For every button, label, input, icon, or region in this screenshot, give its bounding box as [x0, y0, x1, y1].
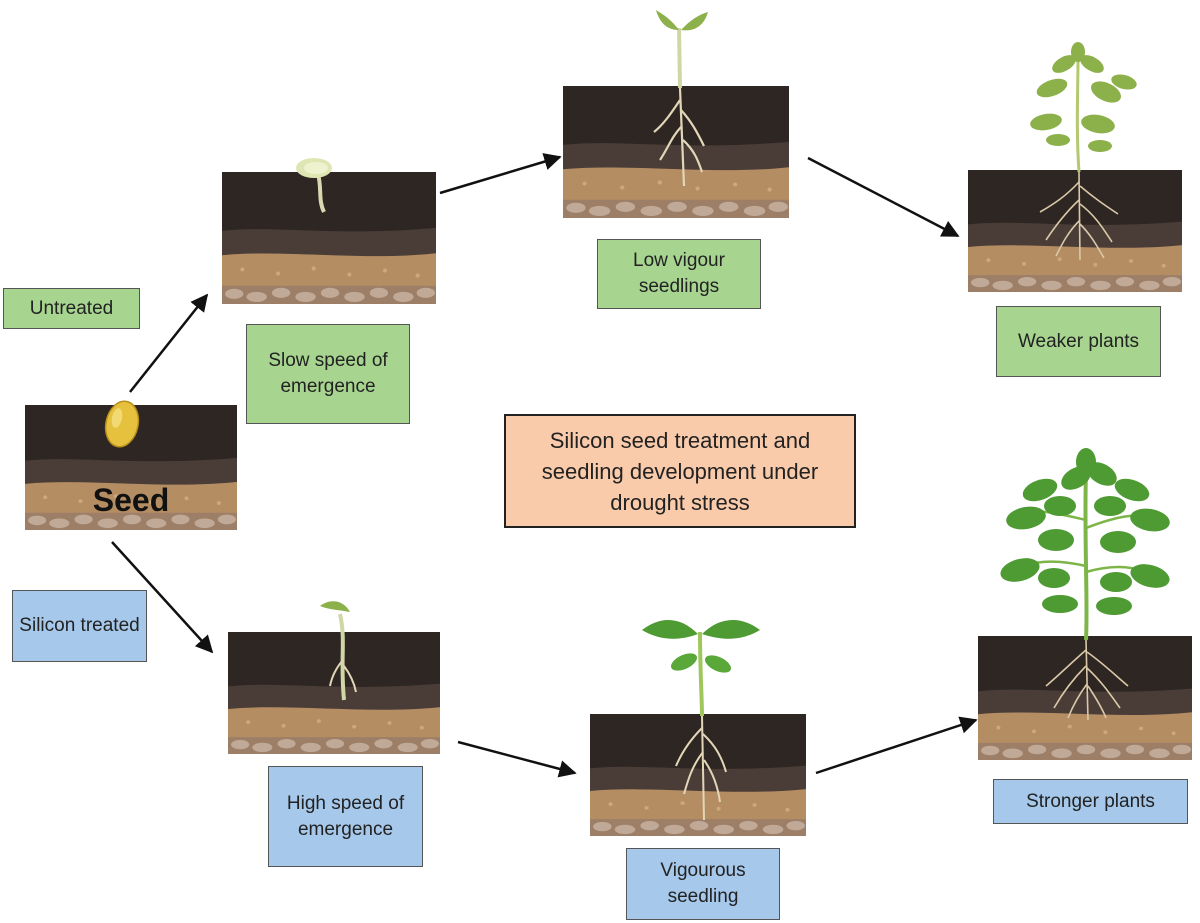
soil-block-high-emergence — [228, 632, 440, 754]
arrow-seed-to-slow-emergence — [129, 293, 209, 393]
soil-block-weaker-plants — [968, 170, 1182, 292]
stronger-plant — [1000, 448, 1170, 721]
diagram-title: Silicon seed treatment and seedling deve… — [504, 414, 856, 528]
untreated-label: Untreated — [3, 288, 140, 329]
soil-block-slow-emergence — [222, 172, 436, 304]
vigourous-seedling-label: Vigourous seedling — [626, 848, 780, 920]
high-emergence-sprout — [320, 601, 357, 701]
weaker-plants-label: Weaker plants — [996, 306, 1161, 377]
silicon-treated-label: Silicon treated — [12, 590, 147, 662]
low-vigour-seedling — [653, 10, 708, 187]
high-emergence-label: High speed of emergence — [268, 766, 423, 867]
arrow-high-to-vigourous — [457, 740, 577, 778]
low-vigour-label: Low vigour seedlings — [597, 239, 761, 309]
weaker-plant — [1030, 42, 1137, 261]
slow-emergence-label: Slow speed of emergence — [246, 324, 410, 424]
soil-block-stronger-plants — [978, 636, 1192, 760]
vigourous-seedling — [642, 619, 760, 821]
stronger-plants-label: Stronger plants — [993, 779, 1188, 824]
arrow-vigourous-to-stronger — [815, 716, 978, 775]
arrow-seed-to-high-emergence — [111, 541, 214, 654]
slow-emergence-sprout — [296, 158, 332, 213]
arrow-slow-to-low-vigour — [439, 153, 562, 195]
seed-illustration — [104, 400, 140, 448]
arrow-low-vigour-to-weaker — [807, 156, 960, 238]
